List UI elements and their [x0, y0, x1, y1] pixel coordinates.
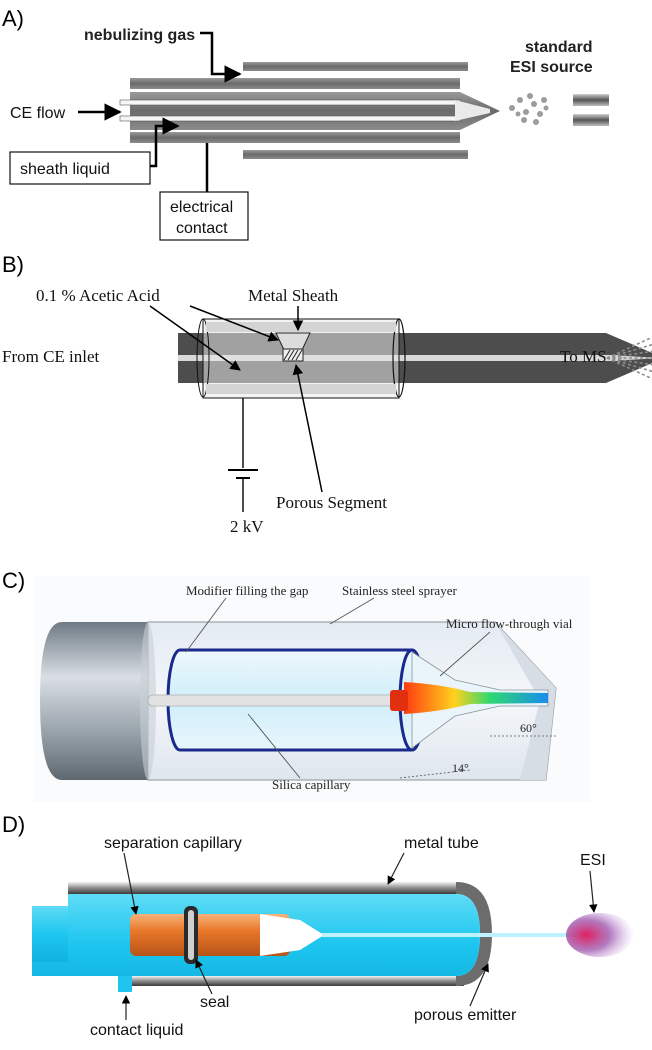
- sheath-tube-top: [130, 78, 460, 89]
- metal-tube-top: [68, 882, 464, 894]
- label-esi-source: ESI source: [510, 59, 593, 76]
- metal-tube-bottom: [118, 976, 464, 986]
- esi-source-bar-top: [573, 94, 609, 106]
- capillary-body: [130, 92, 500, 130]
- spray-droplets: [509, 93, 549, 125]
- porous-segment: [282, 348, 304, 362]
- label-from-ce-inlet: From CE inlet: [2, 347, 100, 366]
- label-porous-emitter: porous emitter: [414, 1007, 517, 1024]
- contact-liquid-port: [118, 976, 132, 992]
- label-ce-flow: CE flow: [10, 105, 66, 122]
- arrow-acid-to-capillary: [149, 305, 241, 371]
- ce-capillary-top: [119, 99, 461, 106]
- separation-capillary: [130, 914, 290, 956]
- label-silica: Silica capillary: [272, 777, 351, 792]
- label-modifier: Modifier filling the gap: [186, 583, 308, 598]
- vial-flow-gradient: [404, 682, 548, 714]
- label-standard: standard: [525, 39, 593, 56]
- esi-plume: [566, 913, 634, 957]
- label-voltage: 2 kV: [230, 517, 264, 536]
- label-contact-liquid: contact liquid: [90, 1022, 183, 1039]
- nebulizer-tube-top: [243, 62, 468, 71]
- label-porous-segment: Porous Segment: [276, 493, 387, 512]
- label-nebulizing-gas: nebulizing gas: [84, 27, 195, 44]
- electrical-contact-box: [159, 191, 249, 241]
- panel-d-letter: D): [2, 812, 25, 837]
- label-contact: contact: [176, 220, 228, 237]
- panel-a: A) nebulizing gas standard ESI source CE…: [2, 6, 609, 241]
- metal-tube-end: [456, 882, 492, 986]
- separation-capillary-inlet: [32, 906, 68, 962]
- panel-a-letter: A): [2, 6, 24, 31]
- silica-capillary: [147, 694, 399, 707]
- panel-b: B): [2, 252, 24, 277]
- arrow-seal: [195, 959, 213, 995]
- leader-micro-vial: [439, 631, 491, 677]
- nebulizer-tube-bottom: [243, 150, 468, 159]
- label-metal-sheath: Metal Sheath: [248, 286, 339, 305]
- capillary-outlet: [390, 690, 408, 711]
- capillary-tip-white: [260, 914, 324, 956]
- arrow-porous-segment: [292, 363, 323, 493]
- sprayer-tip-face: [495, 622, 556, 780]
- sheath-liquid-box: [9, 151, 151, 185]
- panel-c: C) Modifier filling the gap Stainless st…: [2, 568, 590, 802]
- label-seal: seal: [200, 994, 229, 1011]
- leader-silica: [247, 713, 301, 779]
- label-acetic-acid: 0.1 % Acetic Acid: [36, 286, 160, 305]
- esi-source-bar-bottom: [573, 114, 609, 126]
- ce-capillary-bottom: [119, 115, 461, 122]
- arrow-sheath-liquid: [150, 117, 180, 168]
- sheath-right-rim: [392, 318, 406, 398]
- label-esi: ESI: [580, 852, 606, 869]
- panel-d: D) separation capillary metal tube ESI s…: [2, 812, 634, 1039]
- label-sheath-liquid: sheath liquid: [20, 161, 110, 178]
- sheath-tube-bottom: [130, 132, 460, 143]
- emitter-tip: [455, 100, 490, 121]
- label-angle-60: 60°: [520, 721, 537, 735]
- sheath-left-rim: [196, 318, 210, 398]
- arrow-porous-emitter: [469, 963, 489, 1007]
- arrow-separation-capillary: [123, 852, 139, 915]
- panel-b-spray-fan: [606, 336, 652, 380]
- panel-c-letter: C): [2, 568, 25, 593]
- leader-stainless: [329, 597, 375, 625]
- label-to-ms: To MS: [560, 347, 607, 366]
- panel-b-letter: B): [2, 252, 24, 277]
- arrow-nebulizing-gas: [200, 31, 242, 83]
- arrow-metal-tube: [387, 852, 405, 885]
- seal-ring-highlight: [188, 910, 194, 960]
- arrow-esi: [589, 870, 598, 913]
- label-separation-capillary: separation capillary: [104, 835, 242, 852]
- label-metal-tube: metal tube: [404, 835, 479, 852]
- label-micro-vial: Micro flow-through vial: [446, 616, 573, 631]
- end-cap-cylinder: [40, 622, 148, 780]
- arrow-acid-to-reservoir: [189, 305, 279, 342]
- label-angle-14: 14°: [452, 761, 469, 775]
- label-electrical: electrical: [170, 199, 233, 216]
- label-stainless: Stainless steel sprayer: [342, 583, 457, 598]
- leader-modifier: [185, 597, 227, 653]
- panel-b-labels: 0.1 % Acetic Acid Metal Sheath From CE i…: [2, 286, 607, 536]
